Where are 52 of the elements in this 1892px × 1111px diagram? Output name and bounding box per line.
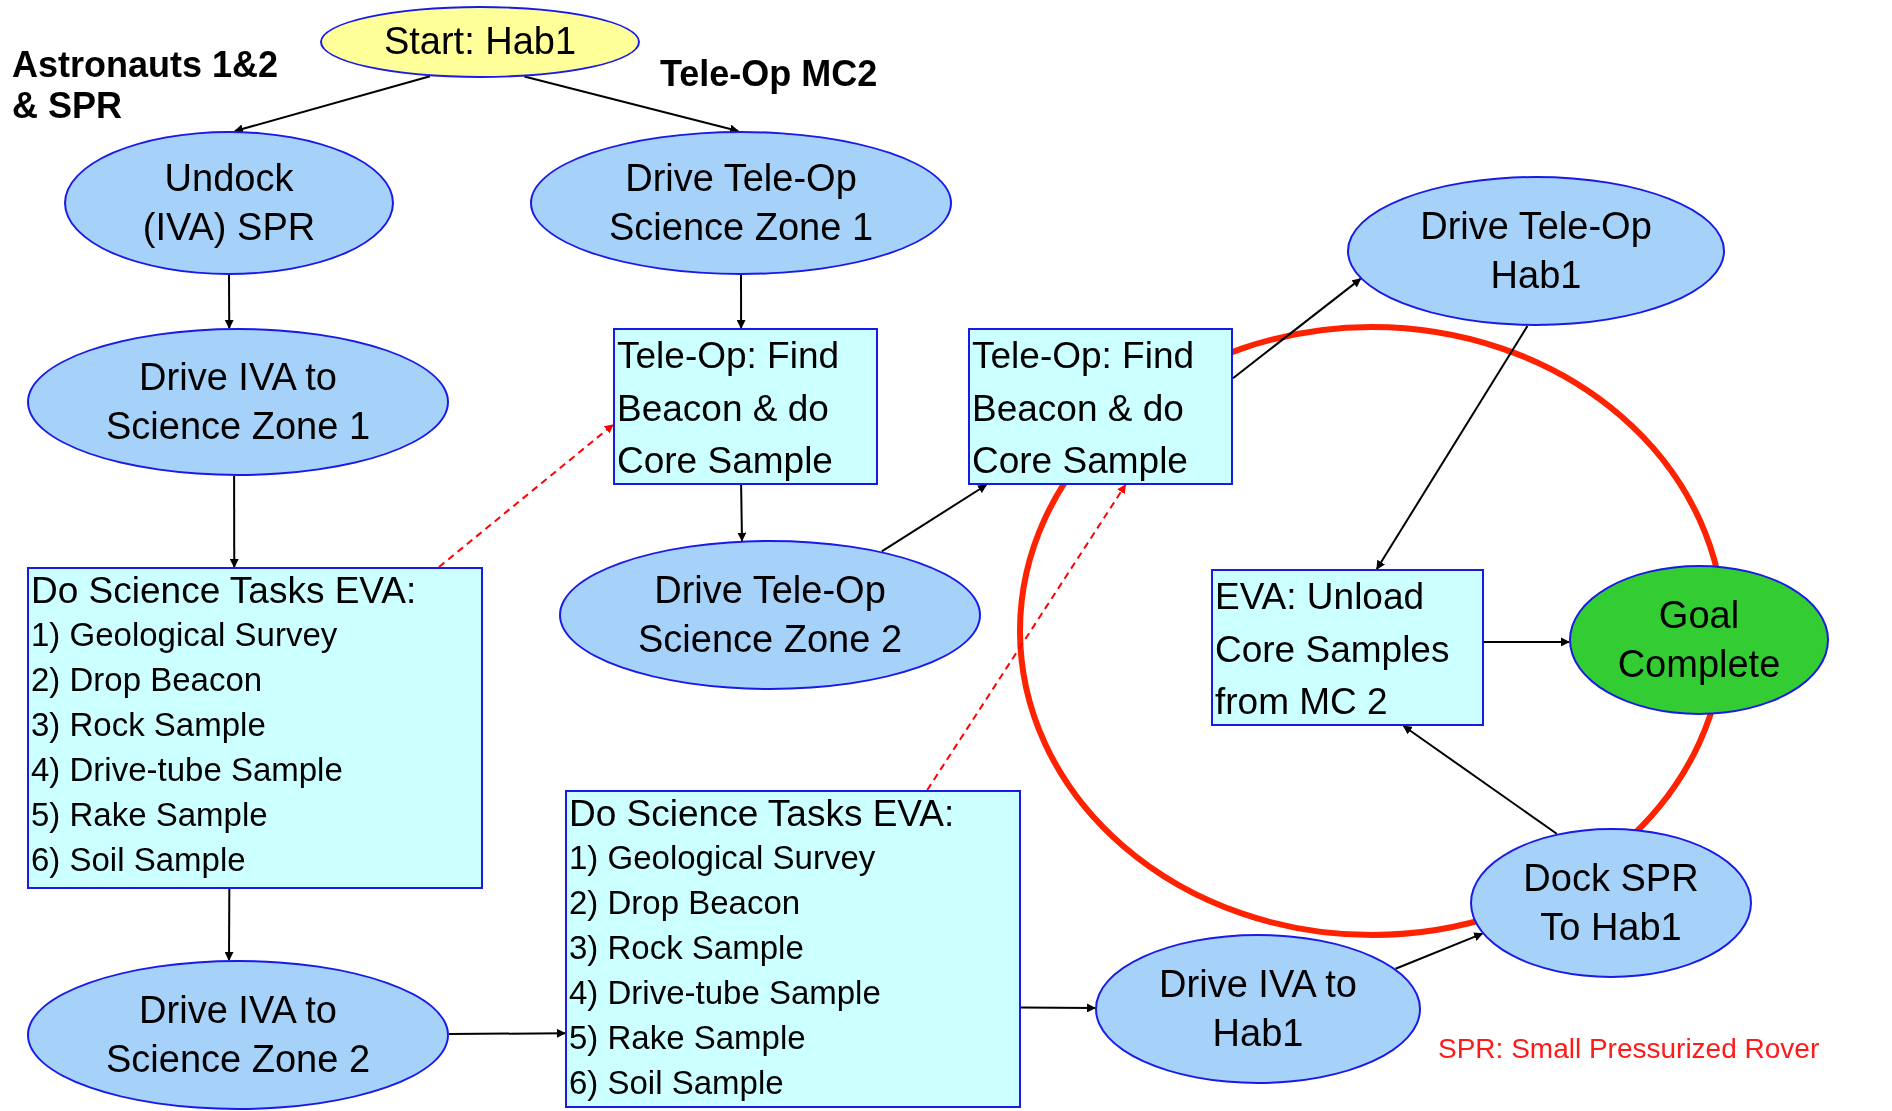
- arrow: [1402, 725, 1558, 835]
- box-heading: Do Science Tasks EVA:: [569, 792, 956, 836]
- node-label: Undock (IVA) SPR: [141, 155, 317, 250]
- node-label: Tele-Op: Find Beacon & do Core Sample: [617, 334, 841, 484]
- dashed-arrow: [926, 484, 1127, 791]
- arrow: [1394, 932, 1484, 970]
- list-item: 3) Rock Sample: [31, 705, 267, 746]
- task-list-box: [565, 790, 1021, 1108]
- arrow: [736, 274, 746, 329]
- node-label: Dock SPR To Hab1: [1522, 855, 1700, 950]
- arrow: [1020, 1003, 1096, 1013]
- arrow: [1375, 324, 1529, 570]
- arrow: [1232, 277, 1362, 380]
- list-item: 5) Rake Sample: [569, 1017, 807, 1058]
- node-label: Goal Complete: [1616, 592, 1782, 687]
- node-label: Drive Tele-Op Science Zone 1: [607, 155, 875, 250]
- arrow: [224, 274, 234, 330]
- process-box: [1211, 569, 1484, 726]
- node-label: Drive IVA to Science Zone 1: [104, 354, 372, 449]
- list-item: 4) Drive-tube Sample: [31, 750, 344, 790]
- node-label: Drive Tele-Op Hab1: [1419, 203, 1653, 298]
- lane-heading: Tele-Op MC2: [660, 53, 879, 95]
- arrow: [229, 475, 239, 568]
- node-label: Start: Hab1: [383, 19, 577, 65]
- dashed-arrow: [438, 423, 614, 568]
- list-item: 2) Drop Beacon: [31, 660, 264, 701]
- arrow: [737, 484, 747, 542]
- node-label: Drive IVA to Hab1: [1158, 961, 1358, 1056]
- list-item: 1) Geological Survey: [569, 838, 877, 879]
- node-label: Drive Tele-Op Science Zone 2: [636, 567, 904, 662]
- arrow: [448, 1028, 566, 1038]
- node-label: EVA: Unload Core Samples from MC 2: [1215, 575, 1451, 725]
- task-list-box: [27, 567, 483, 889]
- list-item: 4) Drive-tube Sample: [569, 973, 882, 1013]
- list-item: 6) Soil Sample: [31, 839, 247, 880]
- process-box: [968, 328, 1233, 485]
- list-item: 5) Rake Sample: [31, 794, 269, 835]
- arrow: [880, 484, 988, 553]
- footnote: SPR: Small Pressurized Rover: [1438, 1033, 1821, 1066]
- node-label: Drive IVA to Science Zone 2: [104, 987, 372, 1082]
- arrow: [224, 888, 234, 962]
- list-item: 2) Drop Beacon: [569, 883, 802, 924]
- arrow: [523, 75, 740, 134]
- lane-heading: Astronauts 1&2 & SPR: [12, 44, 280, 127]
- list-item: 6) Soil Sample: [569, 1062, 785, 1103]
- process-box: [613, 328, 878, 485]
- node-label: Tele-Op: Find Beacon & do Core Sample: [972, 334, 1196, 484]
- box-heading: Do Science Tasks EVA:: [31, 569, 418, 613]
- list-item: 3) Rock Sample: [569, 928, 805, 969]
- arrow: [233, 75, 431, 134]
- list-item: 1) Geological Survey: [31, 615, 339, 656]
- arrow: [1483, 637, 1571, 647]
